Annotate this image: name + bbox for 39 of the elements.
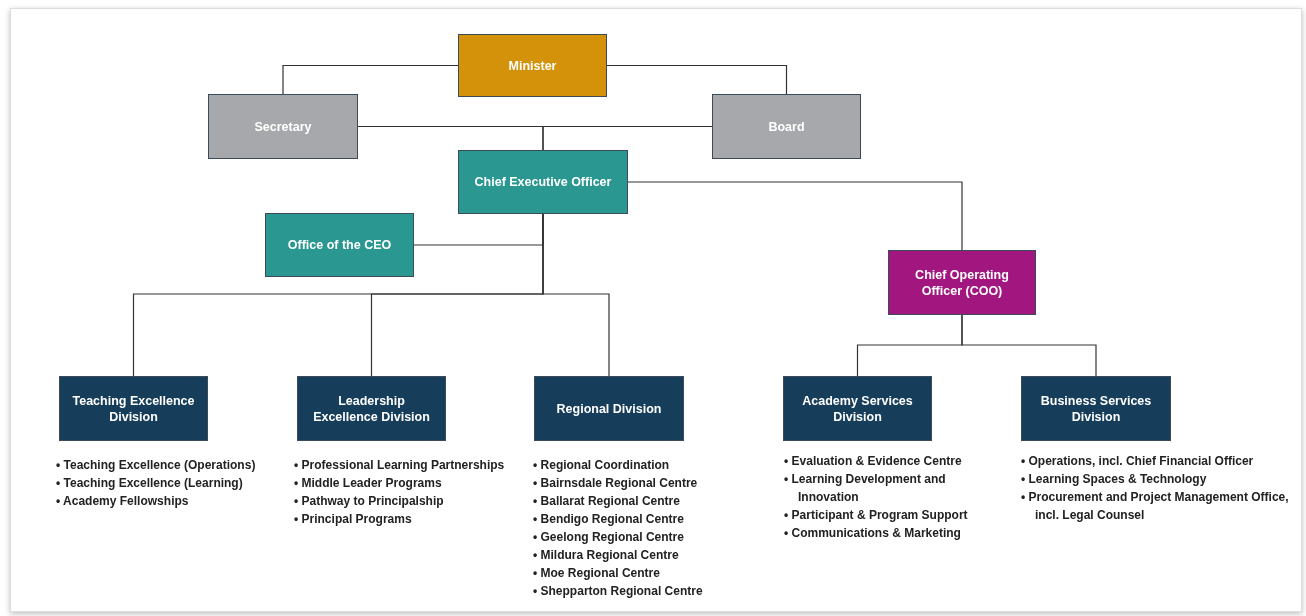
org-box: Secretary xyxy=(208,94,358,159)
bullet-item: • Ballarat Regional Centre xyxy=(532,493,681,510)
bullet-item: • Bendigo Regional Centre xyxy=(532,511,685,528)
bullet-item: • Pathway to Principalship xyxy=(293,493,445,510)
bullet-item: • Mildura Regional Centre xyxy=(532,547,680,564)
connector-line xyxy=(542,213,610,377)
bullet-item: • Operations, incl. Chief Financial Officer xyxy=(1020,453,1255,470)
connector-line xyxy=(542,125,713,151)
org-box: Chief Executive Officer xyxy=(458,150,628,214)
bullet-item: • Professional Learning Partnerships xyxy=(293,457,506,474)
bullet-item: • Academy Fellowships xyxy=(55,493,190,510)
bullet-item: • Teaching Excellence (Learning) xyxy=(55,475,244,492)
bullet-item: • Communications & Marketing xyxy=(783,525,962,542)
connector-line xyxy=(282,64,459,95)
org-box: Business Services Division xyxy=(1021,376,1171,441)
org-box: Minister xyxy=(458,34,607,97)
bullet-item: • Teaching Excellence (Operations) xyxy=(55,457,257,474)
connector-line xyxy=(606,64,788,95)
connector-line xyxy=(961,314,1097,377)
bullet-item: • Moe Regional Centre xyxy=(532,565,661,582)
connector-line xyxy=(627,181,963,251)
bullet-item: • Regional Coordination xyxy=(532,457,671,474)
bullet-item: • Geelong Regional Centre xyxy=(532,529,685,546)
bullet-item: • Shepparton Regional Centre xyxy=(532,583,704,600)
org-box: Teaching Excellence Division xyxy=(59,376,208,441)
bullet-item: • Procurement and Project Management Office, incl. Legal Counsel xyxy=(1020,489,1290,524)
org-box: Board xyxy=(712,94,861,159)
bullet-item: • Principal Programs xyxy=(293,511,413,528)
bullet-item: • Evaluation & Evidence Centre xyxy=(783,453,963,470)
bullet-item: • Participant & Program Support xyxy=(783,507,969,524)
org-box: Office of the CEO xyxy=(265,213,414,277)
bullet-item: • Middle Leader Programs xyxy=(293,475,443,492)
org-box: Chief Operating Officer (COO) xyxy=(888,250,1036,315)
bullet-item: • Bairnsdale Regional Centre xyxy=(532,475,699,492)
org-box: Academy Services Division xyxy=(783,376,932,441)
bullet-item: • Learning Spaces & Technology xyxy=(1020,471,1208,488)
org-box: Regional Division xyxy=(534,376,684,441)
bullet-item: • Learning Development and Innovation xyxy=(783,471,947,506)
org-box: Leadership Excellence Division xyxy=(297,376,446,441)
